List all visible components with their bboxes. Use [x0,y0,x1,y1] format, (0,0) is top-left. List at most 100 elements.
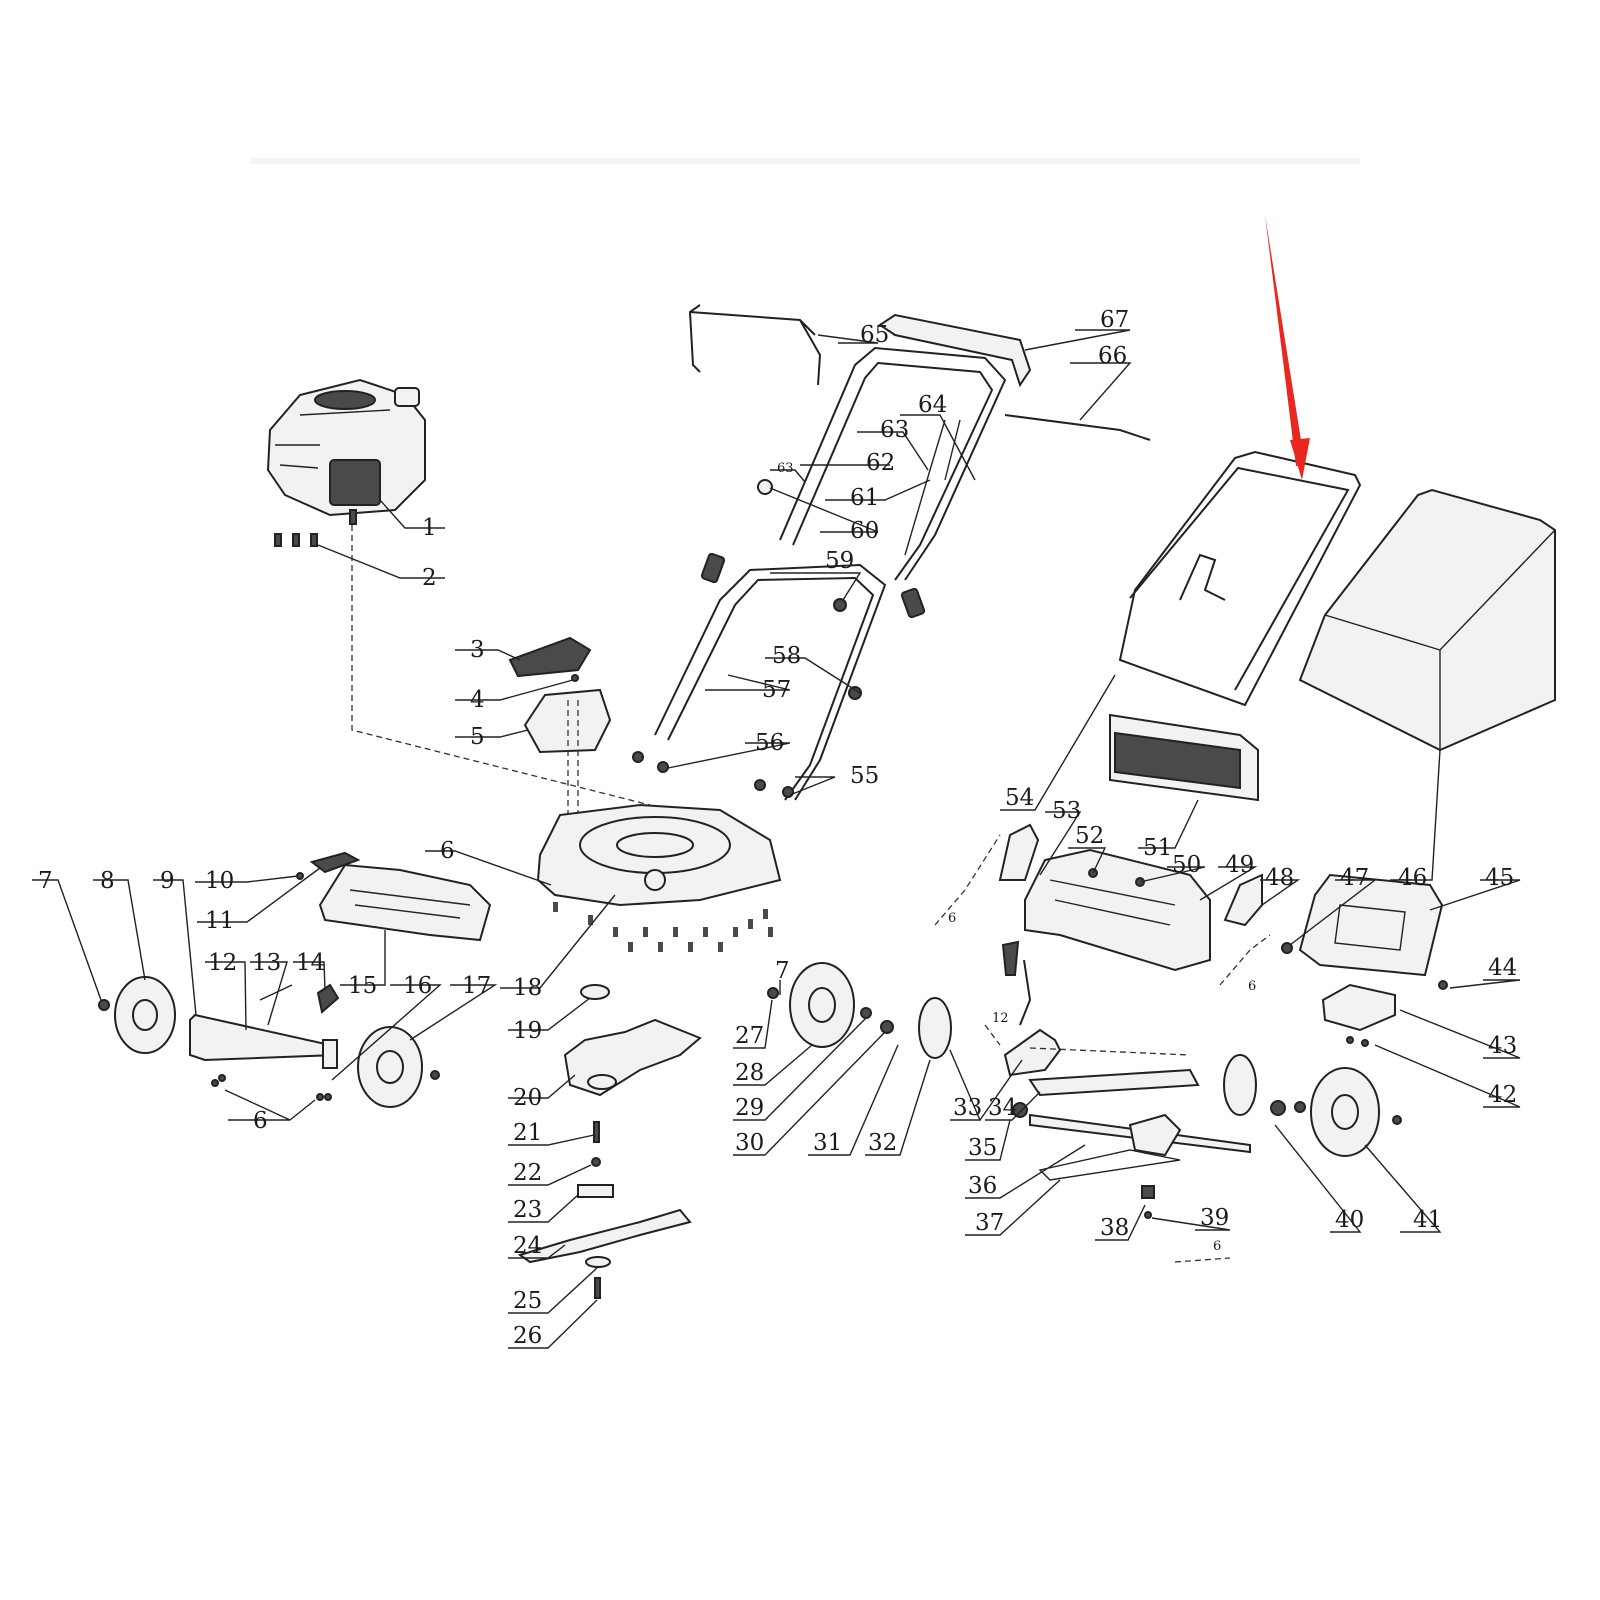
part-label: 6 [440,838,455,864]
part-label: 65 [860,322,889,348]
part-label: 64 [918,392,947,418]
deck-screw [718,942,723,952]
rear-frame [998,823,1263,1026]
part-label: 35 [968,1135,997,1161]
part-label: 32 [868,1130,897,1156]
part-label: 46 [1398,865,1427,891]
front-right-wheel [357,1026,440,1108]
part-label: 31 [813,1130,842,1156]
part-label: 58 [772,643,801,669]
deck-screw [688,942,693,952]
deck-screw [768,927,773,937]
part-label: 36 [968,1173,997,1199]
front-left-wheel [98,976,176,1054]
part-label: 7 [775,958,790,984]
part-label: 12 [208,950,237,976]
deck-screw [643,927,648,937]
small-label: 6 [1248,979,1256,994]
part-label: 54 [1005,785,1034,811]
deck-screw [613,927,618,937]
red-annotation-arrow [1265,215,1310,480]
part-label: 43 [1488,1033,1517,1059]
part-label: 24 [513,1233,542,1259]
mower-deck [536,803,782,907]
top-divider [250,158,1360,164]
part-label: 67 [1100,307,1129,333]
deck-screw [703,927,708,937]
part-label: 7 [38,868,53,894]
part-label: 34 [988,1095,1017,1121]
part-label: 50 [1172,852,1201,878]
part-label: 40 [1335,1207,1364,1233]
part-label: 55 [850,763,879,789]
part-label: 49 [1225,852,1254,878]
part-label: 39 [1200,1205,1229,1231]
part-label: 25 [513,1288,542,1314]
part-label: 62 [866,450,895,476]
deck-screw [588,915,593,925]
part-label: 23 [513,1197,542,1223]
deck-screw [733,927,738,937]
part-label: 10 [205,868,234,894]
part-label: 26 [513,1323,542,1349]
part-label: 2 [422,565,437,591]
part-label: 66 [1098,343,1127,369]
part-label: 51 [1143,835,1172,861]
bag-frame [1118,450,1362,707]
part-label: 42 [1488,1082,1517,1108]
deck-screw [763,909,768,919]
part-label: 41 [1413,1207,1442,1233]
small-label: 6 [948,911,956,926]
part-label: 28 [735,1060,764,1086]
part-label: 11 [205,908,234,934]
small-label: 6 [1213,1239,1221,1254]
part-label: 27 [735,1023,764,1049]
part-label: 59 [825,548,854,574]
part-label: 21 [513,1120,542,1146]
engine-bolts [274,533,318,547]
part-label: 8 [100,868,115,894]
small-label: 12 [992,1011,1009,1026]
part-label: 19 [513,1018,542,1044]
part-label: 14 [296,950,325,976]
part-label: 60 [850,518,879,544]
part-label: 9 [160,868,175,894]
leader-lines [32,329,1521,1349]
rear-door-45 [1281,873,1448,1047]
part-label: 5 [470,724,485,750]
small-labels: 63 6 6 12 6 [777,461,1256,1254]
deck-screw [658,942,663,952]
part-label: 15 [348,973,377,999]
part-label: 38 [1100,1215,1129,1241]
part-labels: 1 2 3 4 5 6 7 8 9 10 11 12 13 14 15 16 1… [38,307,1517,1349]
part-label: 1 [422,515,437,541]
part-label: 4 [470,687,485,713]
deck-screw [628,942,633,952]
part-label: 57 [762,677,791,703]
part-label: 44 [1488,955,1517,981]
part-label: 17 [462,973,491,999]
front-axle [189,983,340,1101]
flap-51 [1109,713,1259,802]
part-label: 33 [953,1095,982,1121]
blade-stack [517,984,702,1299]
part-label: 45 [1485,865,1514,891]
part-label: 30 [735,1130,764,1156]
part-label: 22 [513,1160,542,1186]
engine [266,378,426,525]
part-label: 47 [1340,865,1369,891]
part-label: 48 [1265,865,1294,891]
handle-assembly [632,304,1151,801]
part-label: 13 [252,950,281,976]
part-label: 63 [880,417,909,443]
grass-bag [1298,488,1556,752]
deck-screw [748,919,753,929]
deck-screw [553,902,558,912]
small-label: 63 [777,461,794,476]
part-label: 3 [470,637,485,663]
deck-screws [553,902,773,952]
deck-screw [673,927,678,937]
part-label: 16 [403,973,432,999]
part-label: 53 [1052,798,1081,824]
